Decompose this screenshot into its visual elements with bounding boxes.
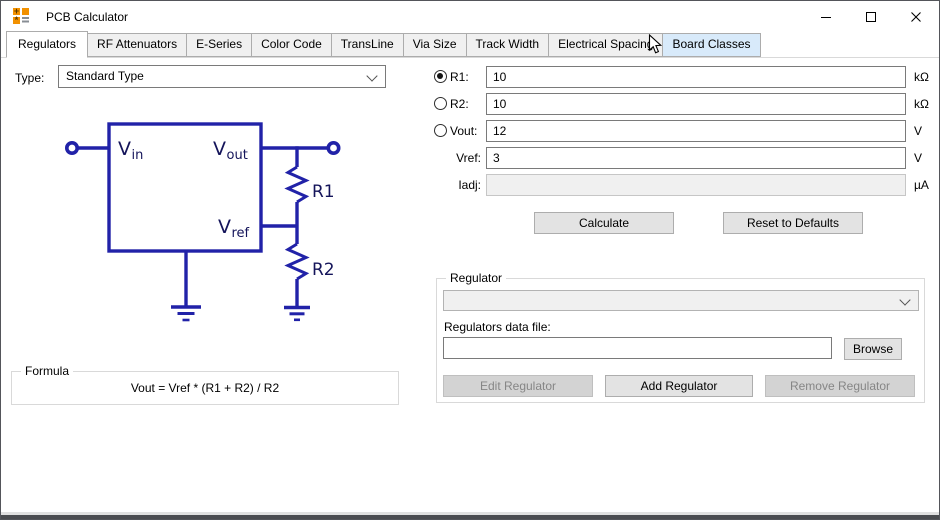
vout-subscript: out — [227, 148, 248, 163]
row-vref: Vref: V — [433, 147, 939, 169]
maximize-button[interactable] — [848, 2, 893, 31]
add-regulator-button[interactable]: Add Regulator — [605, 375, 753, 397]
row-iadj: Iadj: µA — [433, 174, 939, 196]
vref-subscript: ref — [232, 226, 250, 241]
chevron-down-icon — [366, 70, 378, 82]
vout-input[interactable] — [486, 120, 906, 142]
row-vout: Vout: V — [433, 120, 939, 142]
r1-unit: kΩ — [914, 70, 929, 84]
regulator-group: Regulator Regulators data file: Browse E… — [436, 271, 925, 403]
vref-field-label: Vref: — [456, 151, 481, 165]
vout-label: V — [213, 138, 226, 160]
mouse-cursor — [648, 34, 663, 54]
type-select-value: Standard Type — [66, 69, 144, 83]
row-r1: R1: kΩ — [433, 66, 939, 88]
r2-radio[interactable] — [434, 97, 447, 110]
regulators-data-file-input[interactable] — [443, 337, 832, 359]
r1-field-label: R1: — [450, 70, 469, 84]
edit-regulator-button: Edit Regulator — [443, 375, 593, 397]
r2-field-label: R2: — [450, 97, 469, 111]
vin-subscript: in — [132, 148, 144, 163]
tab-regulators[interactable]: Regulators — [6, 31, 89, 58]
tab-transline[interactable]: TransLine — [330, 33, 404, 57]
iadj-input — [486, 174, 906, 196]
resistor-r2 — [284, 242, 310, 281]
formula-text: Vout = Vref * (R1 + R2) / R2 — [130, 381, 280, 395]
vout-unit: V — [914, 124, 923, 138]
window-bottom-edge-dark — [1, 515, 939, 519]
r1-input[interactable] — [486, 66, 906, 88]
r1-label: R1 — [312, 182, 335, 202]
vout-radio[interactable] — [434, 124, 447, 137]
input-terminal — [64, 140, 79, 155]
type-label: Type: — [15, 71, 45, 85]
r2-unit: kΩ — [914, 97, 929, 111]
tab-rf-attenuators[interactable]: RF Attenuators — [87, 33, 188, 57]
tab-track-width[interactable]: Track Width — [465, 33, 550, 57]
formula-group: Formula Vout = Vref * (R1 + R2) / R2 — [11, 364, 399, 405]
calculator-icon-display — [22, 17, 29, 24]
title-bar: + * PCB Calculator — [1, 1, 939, 32]
calculator-icon-plus: + — [13, 6, 20, 16]
regulator-group-title: Regulator — [446, 271, 507, 285]
browse-button[interactable]: Browse — [844, 338, 902, 360]
tab-e-series[interactable]: E-Series — [186, 33, 253, 57]
vin-label: V — [118, 138, 131, 160]
r1-radio[interactable] — [434, 70, 447, 83]
r2-label: R2 — [312, 260, 335, 280]
calculator-icon-star: * — [13, 15, 20, 25]
tab-bar: Regulators RF Attenuators E-Series Color… — [1, 31, 939, 58]
reset-to-defaults-button[interactable]: Reset to Defaults — [723, 212, 863, 234]
resistor-r1 — [284, 165, 310, 204]
tab-board-classes[interactable]: Board Classes — [662, 33, 761, 57]
type-select[interactable]: Standard Type — [58, 65, 386, 88]
tab-color-code[interactable]: Color Code — [251, 33, 332, 57]
vref-unit: V — [914, 151, 923, 165]
app-icon: + * — [13, 6, 29, 25]
calculate-button[interactable]: Calculate — [534, 212, 674, 234]
tab-electrical-spacing[interactable]: Electrical Spacing — [548, 33, 664, 57]
maximize-icon — [865, 11, 876, 22]
calculator-icon-block — [22, 8, 29, 15]
parameter-panel: R1: kΩ R2: kΩ Vout: V Vref: V Iadj: µA — [433, 66, 939, 196]
iadj-unit: µA — [914, 178, 929, 192]
row-r2: R2: kΩ — [433, 93, 939, 115]
r2-input[interactable] — [486, 93, 906, 115]
chevron-down-icon — [899, 294, 911, 306]
minimize-icon — [820, 16, 831, 18]
vout-field-label: Vout: — [450, 124, 478, 138]
vref-input[interactable] — [486, 147, 906, 169]
formula-group-title: Formula — [21, 364, 74, 378]
regulator-select — [443, 290, 919, 311]
tab-via-size[interactable]: Via Size — [402, 33, 467, 57]
close-button[interactable] — [893, 2, 938, 31]
close-icon — [910, 11, 921, 22]
remove-regulator-button: Remove Regulator — [765, 375, 915, 397]
window-bottom-edge-light — [1, 512, 939, 515]
regulators-data-file-label: Regulators data file: — [444, 320, 551, 334]
window-title: PCB Calculator — [46, 10, 129, 24]
iadj-field-label: Iadj: — [458, 178, 481, 192]
output-terminal — [326, 140, 341, 155]
regulator-schematic: V in V out V ref R1 R2 — [64, 122, 341, 322]
vref-label: V — [218, 216, 231, 238]
minimize-button[interactable] — [803, 2, 848, 31]
